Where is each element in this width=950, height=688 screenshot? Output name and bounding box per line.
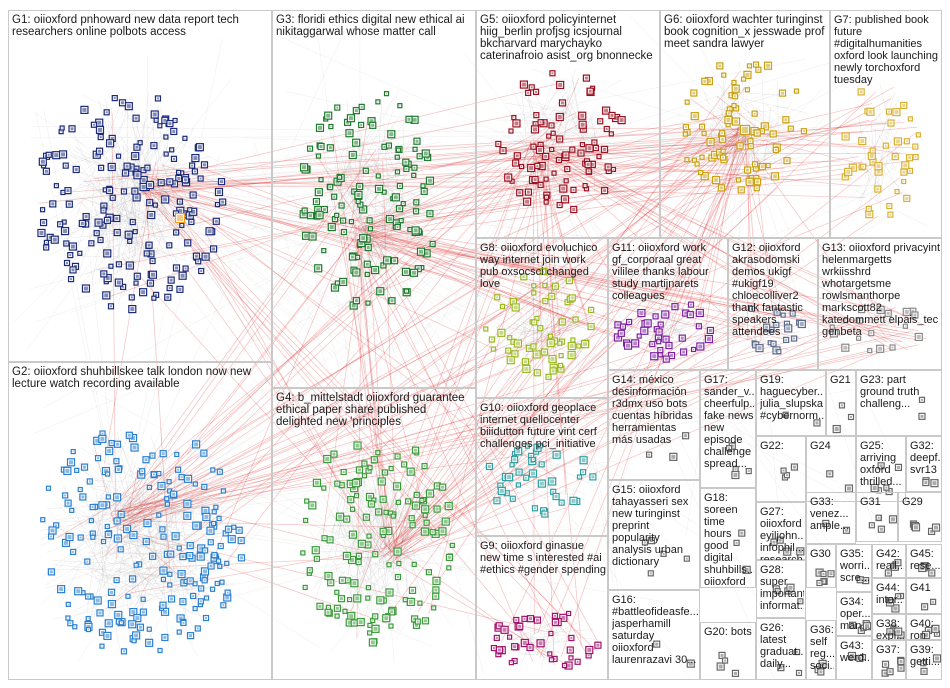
group-panel-g12: G12: oiioxford akrasodomski demos ukigf …: [728, 238, 818, 370]
group-panel-g22: G22:: [756, 436, 806, 502]
group-label-g45: G45: rese...: [910, 548, 940, 572]
group-label-g9: G9: oiioxford ginasue new time s interes…: [480, 540, 606, 576]
group-panel-g43: G43: werd...: [836, 636, 872, 680]
group-panel-g34: G34: oper... man...: [836, 592, 872, 636]
group-label-g38: G38: expl...: [876, 618, 904, 640]
group-label-g26: G26: latest graduat... daily...: [760, 622, 804, 670]
group-panel-g20: G20: bots: [700, 622, 756, 680]
group-panel-g35: G35: worri... scre...: [836, 544, 872, 592]
group-panel-g4: G4: b_mittelstadt oiioxford guarantee et…: [272, 388, 476, 680]
group-label-g27: G27: oiioxford eyiljohn... infophil... r…: [760, 506, 804, 560]
group-panel-g33: G33: venez... ample...: [806, 492, 856, 544]
group-label-g39: G39: getti...: [910, 644, 940, 668]
group-label-g8: G8: oiioxford evoluchico way internet jo…: [480, 242, 606, 290]
group-panel-g38: G38: expl...: [872, 614, 906, 640]
group-panel-g8: G8: oiioxford evoluchico way internet jo…: [476, 238, 608, 398]
group-panel-g36: G36: self reg... soci...: [806, 620, 836, 680]
group-panel-g40: G40: ron: [906, 614, 942, 640]
group-label-g34: G34: oper... man...: [840, 596, 870, 632]
group-label-g1: G1: oiioxford pnhoward new data report t…: [12, 14, 270, 38]
group-label-g33: G33: venez... ample...: [810, 496, 854, 532]
group-panel-g39: G39: getti...: [906, 640, 942, 680]
group-panel-g5: G5: oiioxford policyinternet hiig_berlin…: [476, 10, 660, 238]
group-label-g21: G21: [830, 374, 854, 386]
group-panel-g37: G37:: [872, 640, 906, 680]
group-label-g2: G2: oiioxford shuhbillskee talk london n…: [12, 366, 270, 390]
group-label-g31: G31: [860, 496, 896, 508]
group-label-g3: G3: floridi ethics digital new ethical a…: [276, 14, 474, 38]
group-label-g22: G22:: [760, 440, 804, 452]
group-label-g42: G42: reall...: [876, 548, 904, 572]
group-label-g7: G7: published book future #digitalhumani…: [834, 14, 940, 86]
group-label-g4: G4: b_mittelstadt oiioxford guarantee et…: [276, 392, 474, 428]
group-panel-g23: G23: part ground truth challeng...: [856, 370, 942, 436]
group-panel-g2: G2: oiioxford shuhbillskee talk london n…: [8, 362, 272, 680]
group-panel-g16: G16: #battleofideasfe... jasperhamill sa…: [608, 590, 700, 680]
group-panel-g30: G30: [806, 544, 836, 588]
group-label-g20: G20: bots: [704, 626, 754, 638]
group-label-g41: G41: [910, 582, 940, 594]
group-panel-g3: G3: floridi ethics digital new ethical a…: [272, 10, 476, 388]
group-panel-g32: G32: deepf... svr13: [906, 436, 942, 492]
group-panel-g14: G14: méxico desinformación r3dmx uso bot…: [608, 370, 700, 480]
group-panel-g18: G18: soreen time hours good digital shuh…: [700, 488, 756, 588]
group-panel-g6: G6: oiioxford wachter turinginst book co…: [660, 10, 830, 238]
group-panel-g26: G26: latest graduat... daily...: [756, 618, 806, 680]
group-panel-g44: G44: inter...: [872, 578, 906, 614]
group-panel-g19: G19: haguecyber... julia_slupska #cybern…: [756, 370, 826, 436]
group-panel-g31: G31: [856, 492, 898, 542]
group-label-g43: G43: werd...: [840, 640, 870, 664]
group-label-g37: G37:: [876, 644, 904, 656]
group-label-g40: G40: ron: [910, 618, 940, 640]
group-label-g30: G30: [810, 548, 834, 560]
group-label-g44: G44: inter...: [876, 582, 904, 606]
group-label-g6: G6: oiioxford wachter turinginst book co…: [664, 14, 828, 50]
group-panel-g9: G9: oiioxford ginasue new time s interes…: [476, 536, 608, 680]
group-label-g5: G5: oiioxford policyinternet hiig_berlin…: [480, 14, 658, 62]
group-label-g23: G23: part ground truth challeng...: [860, 374, 940, 410]
group-panel-g41: G41: [906, 578, 942, 614]
group-label-g11: G11: oiioxford work gf_corporaal great v…: [612, 242, 726, 302]
group-label-g17: G17: sander_v... cheerfulp... fake news …: [704, 374, 754, 470]
group-label-g29: G29: [902, 496, 940, 508]
group-label-g10: G10: oiioxford geoplace internet quelloc…: [480, 402, 606, 450]
group-panel-g11: G11: oiioxford work gf_corporaal great v…: [608, 238, 728, 370]
group-panel-g15: G15: oiioxford tahayasseri sex new turin…: [608, 480, 700, 590]
group-panel-g1: G1: oiioxford pnhoward new data report t…: [8, 10, 272, 362]
group-panel-g27: G27: oiioxford eyiljohn... infophil... r…: [756, 502, 806, 560]
group-label-g35: G35: worri... scre...: [840, 548, 870, 584]
group-label-g18: G18: soreen time hours good digital shuh…: [704, 492, 754, 588]
group-label-g32: G32: deepf... svr13: [910, 440, 940, 476]
group-label-g25: G25: arriving oxford thrilled...: [860, 440, 904, 488]
group-label-g28: G28: super important informat...: [760, 564, 804, 612]
group-panel-g21: G21: [826, 370, 856, 436]
group-label-g12: G12: oiioxford akrasodomski demos ukigf …: [732, 242, 816, 338]
group-label-g24: G24: [810, 440, 854, 452]
group-panel-g17: G17: sander_v... cheerfulp... fake news …: [700, 370, 756, 488]
group-panel-g7: G7: published book future #digitalhumani…: [830, 10, 942, 238]
group-panel-g29: G29: [898, 492, 942, 542]
group-panel-g45: G45: rese...: [906, 544, 942, 578]
group-panel-g28: G28: super important informat...: [756, 560, 806, 618]
group-label-g15: G15: oiioxford tahayasseri sex new turin…: [612, 484, 698, 568]
group-panel-g13: G13: oiioxford privacyint helenmargetts …: [818, 238, 942, 370]
group-label-g13: G13: oiioxford privacyint helenmargetts …: [822, 242, 940, 338]
group-panel-g42: G42: reall...: [872, 544, 906, 578]
group-label-g36: G36: self reg... soci...: [810, 624, 834, 672]
group-panel-g10: G10: oiioxford geoplace internet quelloc…: [476, 398, 608, 536]
group-label-g14: G14: méxico desinformación r3dmx uso bot…: [612, 374, 698, 446]
group-label-g19: G19: haguecyber... julia_slupska #cybern…: [760, 374, 824, 422]
group-label-g16: G16: #battleofideasfe... jasperhamill sa…: [612, 594, 698, 666]
